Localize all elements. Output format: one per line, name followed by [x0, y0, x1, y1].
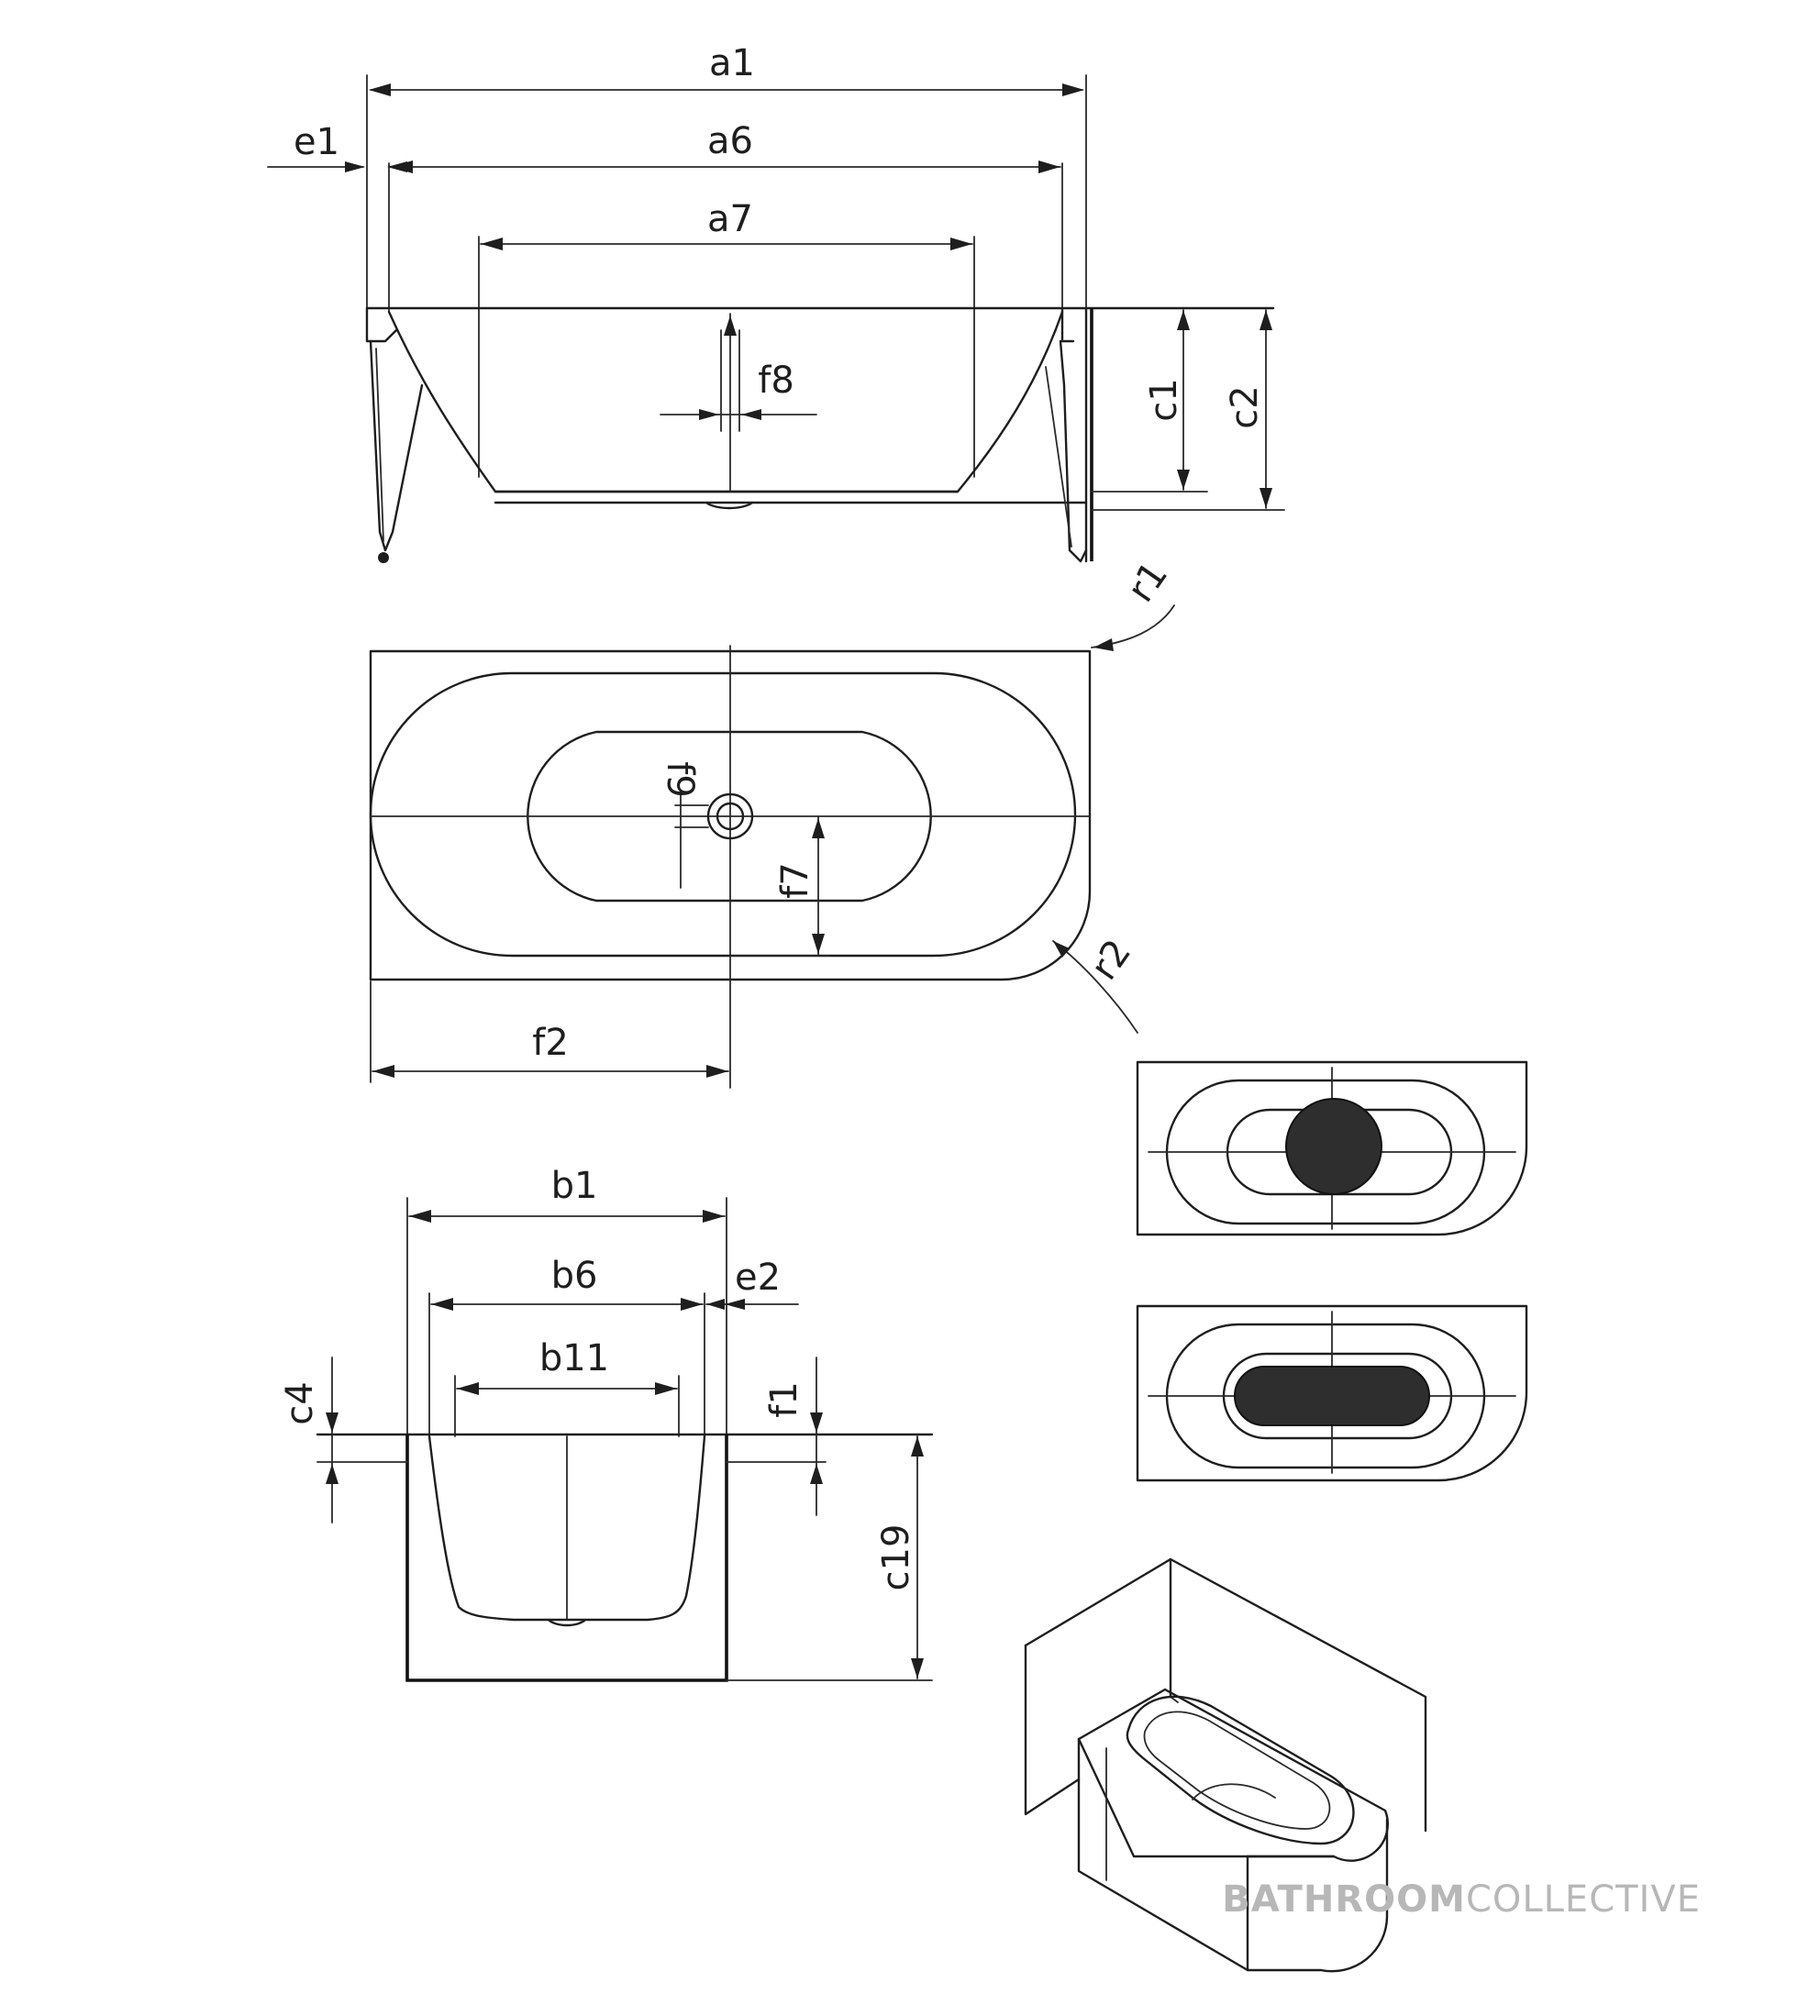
dim-a6: a6: [707, 120, 753, 162]
dim-c4: c4: [279, 1381, 321, 1424]
dim-f9: f9: [659, 761, 701, 798]
plan-view: f9 f7 r1 r2 f2: [369, 554, 1176, 1089]
dim-r1: r1: [1119, 554, 1176, 610]
end-view: b1 b6 e2 b11 c4: [279, 1165, 934, 1682]
brand-logo: BATHROOMCOLLECTIVE: [1222, 1878, 1701, 1921]
side-view: a1 a6 e1 a7: [267, 42, 1285, 563]
dim-f7: f7: [774, 862, 816, 899]
dim-b1: b1: [551, 1165, 598, 1207]
dim-c1: c1: [1143, 378, 1185, 421]
logo-thin-text: COLLECTIVE: [1465, 1878, 1701, 1921]
dim-e1: e1: [294, 121, 339, 163]
isometric-view: [1024, 1557, 1427, 1973]
logo-bold-text: BATHROOM: [1222, 1878, 1466, 1921]
dim-f1: f1: [763, 1381, 805, 1418]
dim-e2: e2: [735, 1257, 781, 1299]
dim-a1: a1: [709, 42, 755, 84]
dim-c2: c2: [1224, 385, 1266, 428]
dim-f2: f2: [532, 1022, 569, 1064]
dim-c19: c19: [875, 1524, 917, 1591]
dim-r2: r2: [1082, 932, 1139, 988]
dim-b6: b6: [551, 1255, 598, 1297]
dim-b11: b11: [539, 1337, 609, 1379]
dim-a7: a7: [707, 198, 753, 240]
thumbnail-variant-1: [1136, 1060, 1528, 1236]
dim-f8: f8: [758, 360, 794, 402]
thumbnail-variant-2: [1136, 1304, 1528, 1482]
